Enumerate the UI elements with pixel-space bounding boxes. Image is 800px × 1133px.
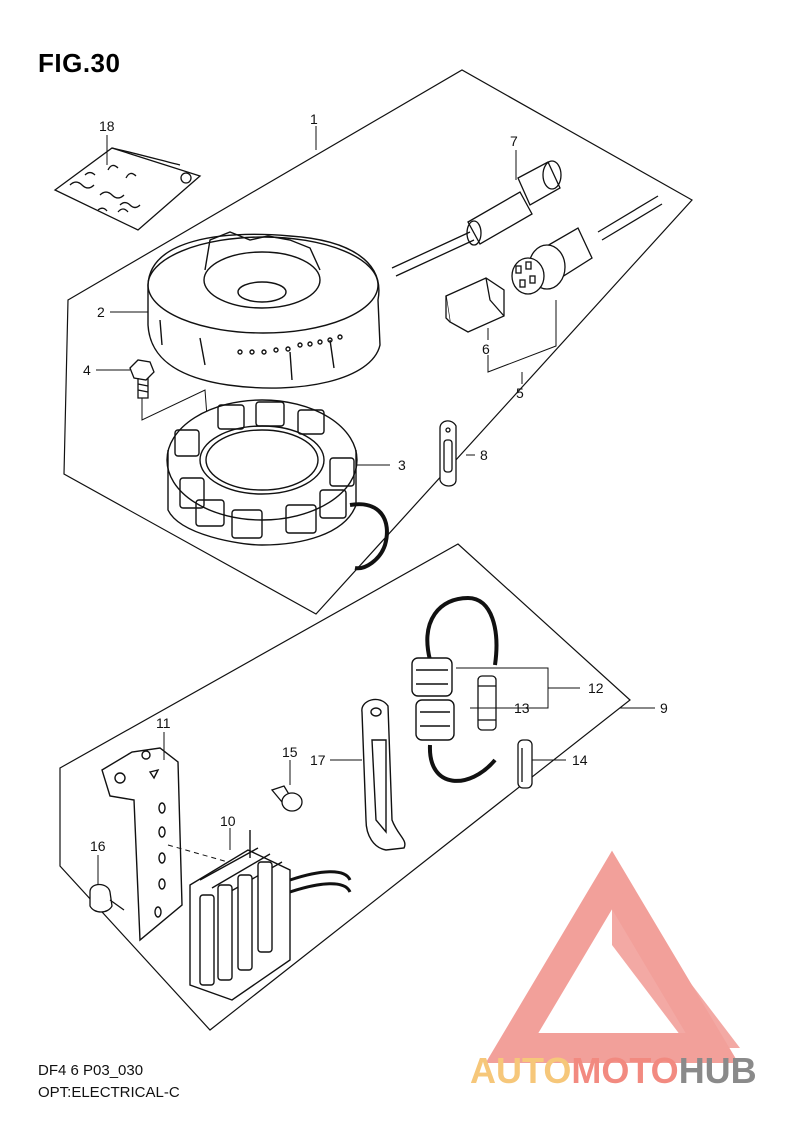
leader-bolt-to-stator	[141, 389, 209, 431]
callout-11: 11	[156, 715, 171, 731]
leader-lines	[96, 126, 655, 885]
part-7-connector-cable	[391, 160, 562, 277]
callout-17: 17	[310, 752, 326, 768]
watermark-moto: MOTO	[571, 1050, 678, 1091]
callout-14: 14	[572, 752, 588, 768]
callout-7: 7	[510, 133, 518, 149]
part-15-screw	[270, 785, 303, 812]
callout-6: 6	[482, 341, 490, 357]
part-6-connector-housing	[445, 277, 505, 333]
watermark-logo: AUTOMOTOHUB	[470, 850, 757, 1091]
callout-8: 8	[480, 447, 488, 463]
leader-bracket-to-regulator	[167, 844, 229, 863]
callout-15: 15	[282, 744, 298, 760]
watermark-auto: AUTO	[470, 1050, 571, 1091]
callout-12: 12	[588, 680, 604, 696]
part-13-fuse	[477, 675, 497, 731]
part-3-stator	[166, 399, 389, 571]
callout-9: 9	[660, 700, 668, 716]
callout-10: 10	[220, 813, 236, 829]
callout-5: 5	[516, 385, 524, 401]
callout-13: 13	[514, 700, 530, 716]
callout-1: 1	[310, 111, 318, 127]
part-18-parts-bag	[53, 147, 202, 231]
figure-title: FIG.30	[38, 48, 121, 78]
kit-9-outline	[59, 543, 631, 1031]
callout-18: 18	[99, 118, 115, 134]
callout-3: 3	[398, 457, 406, 473]
part-2-flywheel	[147, 231, 381, 389]
callout-16: 16	[90, 838, 106, 854]
svg-text:AUTOMOTOHUB: AUTOMOTOHUB	[470, 1050, 757, 1091]
part-10-regulator	[189, 830, 352, 1001]
figure-code: DF4 6 P03_030	[38, 1062, 144, 1079]
part-5-cable-assembly	[511, 195, 663, 295]
part-14-tube	[517, 739, 533, 789]
part-8-clamp	[439, 420, 457, 487]
kit-1-outline	[63, 69, 693, 615]
part-4-bolt	[129, 359, 155, 399]
callout-4: 4	[83, 362, 91, 378]
callout-2: 2	[97, 304, 105, 320]
part-11-bracket	[101, 747, 183, 942]
part-12-fuse-holder	[411, 595, 499, 783]
part-17-clamp-strap	[361, 698, 406, 851]
watermark-hub: HUB	[679, 1050, 757, 1091]
part-16-knob	[89, 883, 125, 913]
figure-description: OPT:ELECTRICAL-C	[38, 1084, 180, 1101]
